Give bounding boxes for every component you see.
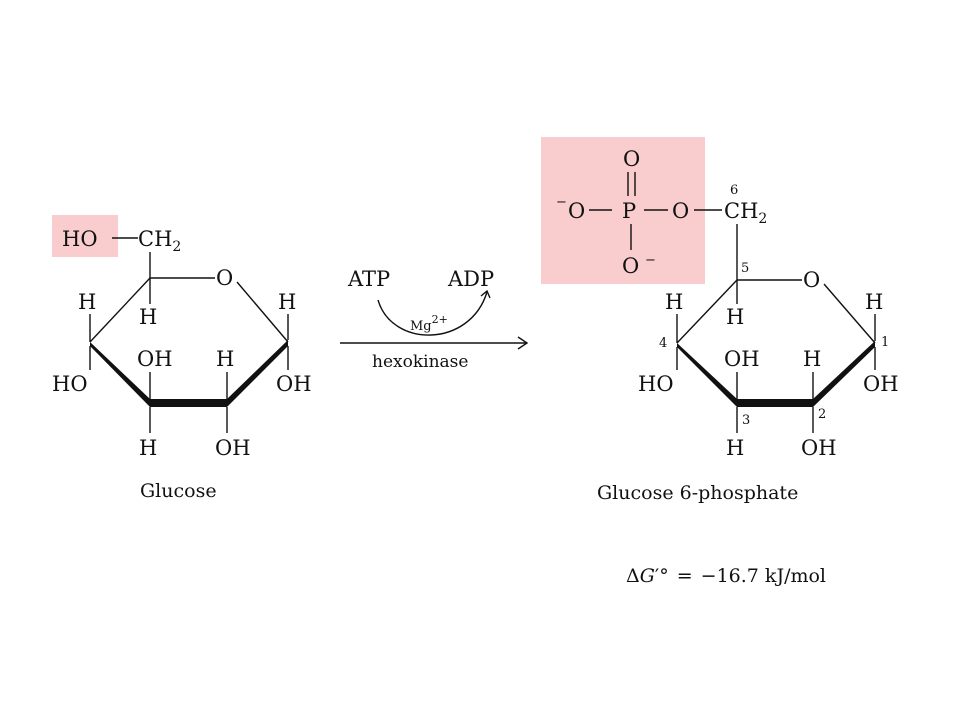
bond — [89, 277, 151, 343]
phosphate-o-left: O — [568, 199, 585, 223]
main-arrowhead — [517, 336, 529, 350]
adp-label: ADP — [447, 267, 494, 291]
glucose-ho-label: HO — [62, 227, 98, 251]
product-c2-h: H — [803, 347, 821, 371]
carbon-number-1: 1 — [881, 335, 889, 350]
glucose-c1-h: H — [278, 290, 296, 314]
phosphate-charge-left: − — [556, 195, 567, 210]
phosphate-o-bridge: O — [672, 199, 689, 223]
cofactor-curve-arrow — [377, 291, 488, 336]
glucose-ring-oxygen: O — [216, 266, 233, 290]
carbon-number-4: 4 — [659, 336, 667, 351]
atp-label: ATP — [347, 267, 390, 291]
mg-ion-label: Mg2+ — [410, 313, 448, 334]
glucose-c1-oh: OH — [276, 372, 312, 396]
phosphate-o-top: O — [623, 147, 640, 171]
glucose-name: Glucose — [140, 480, 217, 502]
glucose-c2-h: H — [216, 347, 234, 371]
glucose-ch2-label: CH2 — [138, 227, 181, 255]
glucose-c4-ho: HO — [52, 372, 88, 396]
glucose-6-phosphate-molecule: O − O P O CH2 O − O H H HO OH H — [541, 137, 899, 504]
phosphate-o-bottom: O — [622, 254, 639, 278]
glucose-c5-h: H — [139, 305, 157, 329]
product-c3-h: H — [726, 436, 744, 460]
product-c3-oh: OH — [724, 347, 760, 371]
carbon-number-6: 6 — [730, 183, 738, 198]
carbon-number-2: 2 — [818, 407, 826, 422]
product-c1-h: H — [865, 290, 883, 314]
product-ring-oxygen: O — [803, 268, 820, 292]
glucose-c4-h: H — [78, 290, 96, 314]
product-c4-h: H — [665, 290, 683, 314]
wedge-bond — [227, 340, 288, 407]
glucose-molecule: HO CH2 O H H HO OH H H OH H OH — [52, 215, 312, 502]
wedge-bond — [677, 343, 737, 407]
glucose-c3-oh: OH — [137, 347, 173, 371]
product-c4-ho: HO — [638, 372, 674, 396]
phosphate-charge-bottom: − — [645, 253, 656, 268]
product-name: Glucose 6-phosphate — [597, 482, 798, 504]
bold-bond — [737, 399, 813, 407]
phosphorus-atom: P — [622, 199, 636, 223]
bond — [823, 283, 876, 344]
bond — [676, 279, 738, 344]
product-c2-oh: OH — [801, 436, 837, 460]
wedge-bond — [813, 341, 875, 407]
phosphate-highlight — [541, 137, 705, 284]
curve-arrowhead — [480, 289, 491, 299]
bond — [236, 281, 289, 343]
product-ch2-label: CH2 — [724, 199, 767, 227]
product-c5-h: H — [726, 305, 744, 329]
product-c1-oh: OH — [863, 372, 899, 396]
free-energy-equation: ΔG′°=−16.7 kJ/mol — [626, 565, 826, 587]
glucose-c3-h: H — [139, 436, 157, 460]
carbon-number-3: 3 — [742, 413, 750, 428]
bold-bond — [150, 399, 227, 407]
glucose-c2-oh: OH — [215, 436, 251, 460]
carbon-number-5: 5 — [741, 261, 749, 276]
reaction-arrow: ATP ADP Mg2+ hexokinase — [340, 267, 529, 372]
enzyme-label: hexokinase — [372, 352, 468, 372]
wedge-bond — [90, 342, 150, 407]
hydroxyl-highlight — [52, 215, 118, 257]
